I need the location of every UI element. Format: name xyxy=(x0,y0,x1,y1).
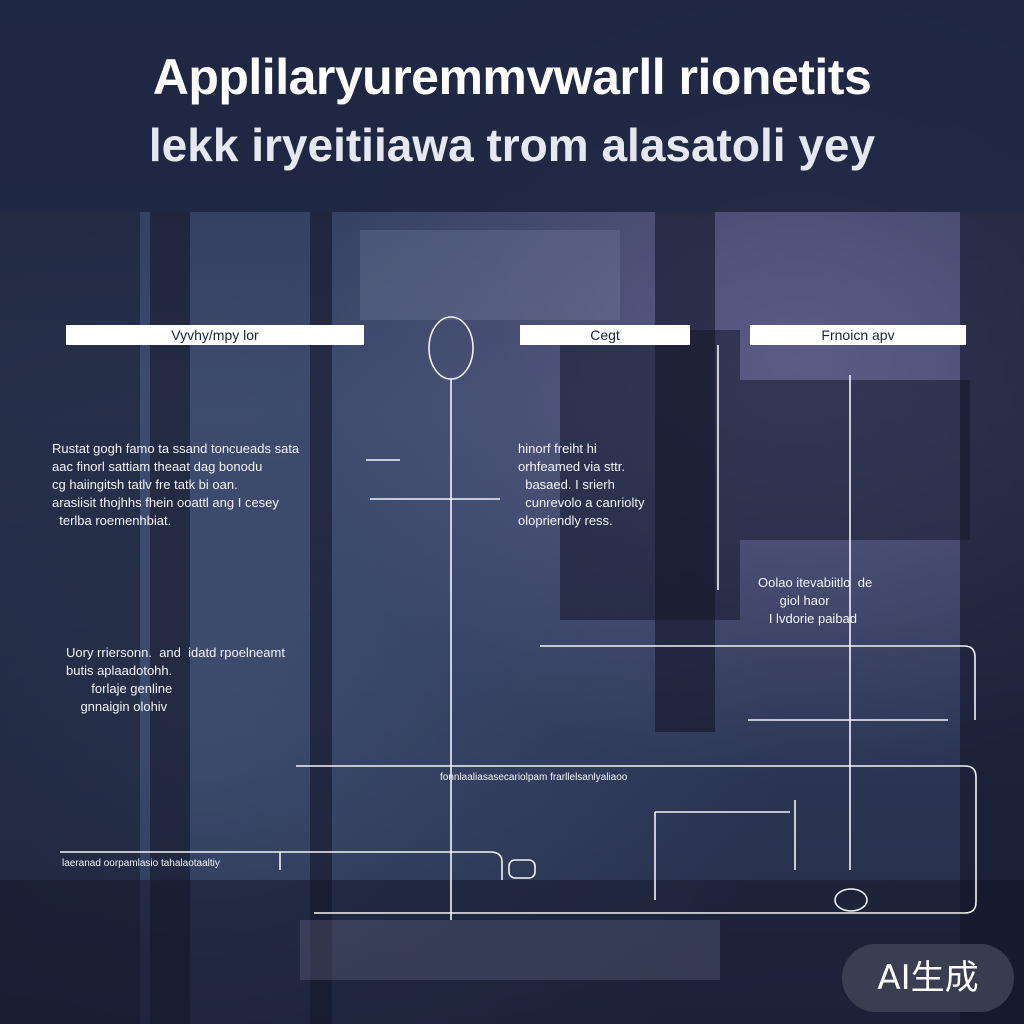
node-circle-top xyxy=(428,316,474,380)
background-floor-highlight xyxy=(300,920,720,980)
bracket-connector xyxy=(540,645,976,720)
bottom-left-caption: laeranad oorpamlasio tahalaotaaltiy xyxy=(62,858,220,869)
page-title: Applilaryuremmvwarll rionetits xyxy=(152,49,872,105)
center-caption: fonnlaaliasasecariolpam frarllelsanlyali… xyxy=(440,772,628,783)
column-label-3: Frnoicn apv xyxy=(750,325,966,345)
text-block-right-mid: Oolao itevabiitlo de giol haor I lvdorie… xyxy=(758,575,873,626)
column-label-2: Cegt xyxy=(520,325,690,345)
column-label-1: Vyvhy/mpy lor xyxy=(66,325,364,345)
header-band xyxy=(0,0,1024,212)
text-block-left-top: Rustat gogh famo ta ssand toncueads sata… xyxy=(52,441,300,528)
background-column xyxy=(655,212,715,732)
text-block-left-mid: Uory rriersonn. and idatd rpoelneamt but… xyxy=(66,645,285,714)
text-block-mid-top: hinorf freiht hi orhfeamed via sttr. bas… xyxy=(518,441,645,528)
page-subtitle: lekk iryeitiiawa trom alasatoli yey xyxy=(148,119,876,171)
background-machinery-right xyxy=(740,380,970,540)
background-column xyxy=(960,212,1024,1024)
background-window xyxy=(360,230,620,320)
node-capsule xyxy=(508,859,536,879)
ai-generated-watermark: AI生成 xyxy=(842,944,1014,1012)
elbow-connector xyxy=(489,851,503,880)
